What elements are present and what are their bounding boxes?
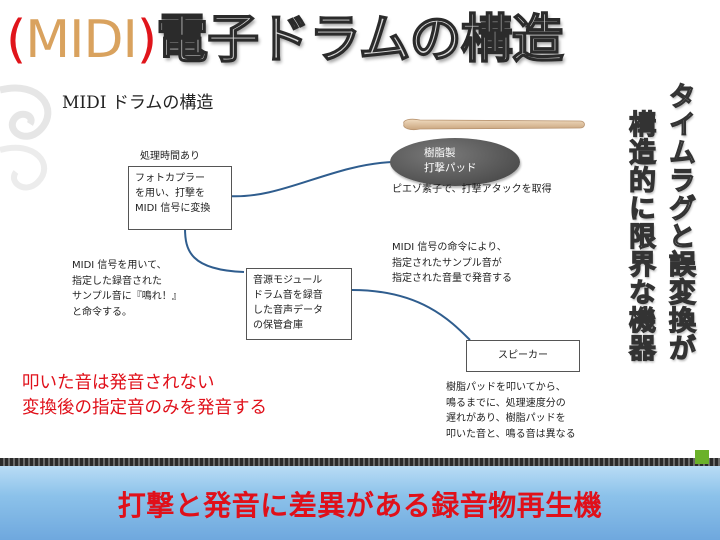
- midi-cmd-line-1: MIDI 信号の命令により、: [392, 242, 507, 253]
- module-line-1: 音源モジュール: [253, 275, 323, 286]
- accent-square: [695, 450, 709, 464]
- delay-line-4: 叩いた音と、鳴る音は異なる: [446, 428, 576, 440]
- drumstick-icon: [403, 118, 585, 131]
- delay-line-3: 遅れがあり、樹脂パッドを: [446, 413, 566, 424]
- pad-line-2: 打撃パッド: [424, 162, 477, 174]
- slide-title: (MIDI)電子ドラムの構造: [6, 2, 706, 78]
- pad-line-1: 樹脂製: [424, 147, 456, 159]
- photo-label: 処理時間あり: [140, 151, 200, 162]
- midi-signal-note: MIDI 信号を用いて、 指定した録音された サンプル音に『鳴れ！』 と命令する…: [72, 258, 182, 320]
- title-main: 電子ドラムの構造: [155, 9, 564, 71]
- speaker-label: スピーカー: [498, 350, 548, 361]
- side-text-col-1: タイムラグと誤変換が: [663, 81, 695, 362]
- module-line-3: した音声データ: [253, 305, 323, 316]
- delay-line-1: 樹脂パッドを叩いてから、: [446, 382, 566, 393]
- title-midi: MIDI: [25, 10, 138, 70]
- delay-note: 樹脂パッドを叩いてから、 鳴るまでに、処理速度分の 遅れがあり、樹脂パッドを 叩…: [446, 380, 576, 442]
- divider-stripe: [0, 458, 720, 466]
- midi-note-line-1: MIDI 信号を用いて、: [72, 260, 167, 271]
- photocoupler-box: フォトカプラー を用い、打撃を MIDI 信号に変換: [128, 166, 232, 230]
- title-paren-close: ): [136, 10, 157, 70]
- midi-cmd-line-2: 指定されたサンプル音が: [392, 257, 502, 269]
- emphasis-line-1: 叩いた音は発音されない: [22, 373, 215, 393]
- side-text-col-2: 構造的に限界な機器: [623, 109, 655, 362]
- diagram-title: MIDI ドラムの構造: [62, 93, 214, 113]
- midi-command-note: MIDI 信号の命令により、 指定されたサンプル音が 指定された音量で発音する: [392, 240, 512, 287]
- resin-pad-oval: 樹脂製 打撃パッド: [390, 138, 520, 186]
- photocoupler-line-1: フォトカプラー: [135, 173, 205, 184]
- title-paren-open: (: [6, 10, 26, 70]
- photocoupler-line-2: を用い、打撃を: [135, 188, 205, 199]
- midi-note-line-3: サンプル音に『鳴れ！』: [72, 291, 182, 302]
- piezo-text: ピエゾ素子で、打撃アタックを取得: [392, 184, 552, 195]
- footer-text: 打撃と発音に差異がある録音物再生機: [117, 489, 603, 522]
- midi-note-line-2: 指定した録音された: [72, 275, 162, 287]
- emphasis-text: 叩いた音は発音されない 変換後の指定音のみを発音する: [22, 371, 267, 421]
- module-line-4: の保管倉庫: [253, 320, 303, 331]
- emphasis-line-2: 変換後の指定音のみを発音する: [22, 398, 267, 418]
- footer-banner: 打撃と発音に差異がある録音物再生機: [0, 466, 720, 540]
- photocoupler-line-3: MIDI 信号に変換: [135, 203, 211, 214]
- midi-note-line-4: と命令する。: [72, 306, 132, 318]
- delay-line-2: 鳴るまでに、処理速度分の: [446, 397, 566, 409]
- sound-module-box: 音源モジュール ドラム音を録音 した音声データ の保管倉庫: [246, 268, 352, 340]
- decorative-swirl-icon: [0, 84, 52, 191]
- midi-cmd-line-3: 指定された音量で発音する: [392, 273, 512, 284]
- speaker-box: スピーカー: [466, 340, 580, 372]
- module-line-2: ドラム音を録音: [253, 290, 323, 301]
